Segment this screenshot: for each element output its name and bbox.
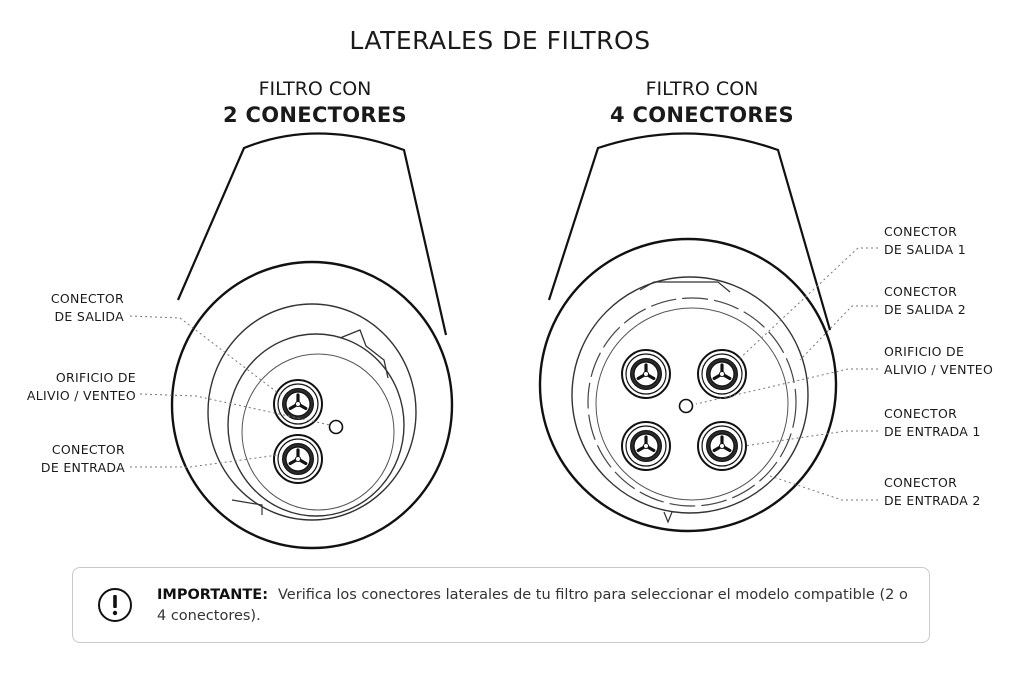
right-outlet-2-connector xyxy=(696,348,748,400)
right-outlet-1-connector xyxy=(620,348,672,400)
notice-message: Verifica los conectores laterales de tu … xyxy=(157,587,908,624)
notice-label: IMPORTANTE: xyxy=(157,587,269,603)
right-filter-drawing xyxy=(538,132,878,533)
label-right-inlet-1: CONECTOR DE ENTRADA 1 xyxy=(884,405,1009,441)
left-heading-line1: FILTRO CON xyxy=(258,78,372,100)
label-left-outlet: CONECTOR DE SALIDA xyxy=(20,290,124,326)
label-line: CONECTOR xyxy=(51,442,125,457)
label-right-inlet-2: CONECTOR DE ENTRADA 2 xyxy=(884,474,1009,510)
label-line: DE ENTRADA xyxy=(40,460,125,475)
label-line: ORIFICIO DE xyxy=(884,344,965,359)
important-notice: IMPORTANTE:Verifica los conectores later… xyxy=(72,567,930,643)
left-heading-line2: 2 CONECTORES xyxy=(223,103,407,127)
label-line: CONECTOR xyxy=(884,406,958,421)
label-line: DE SALIDA 1 xyxy=(884,242,967,257)
label-line: CONECTOR xyxy=(884,475,958,490)
label-line: DE ENTRADA 2 xyxy=(884,493,981,508)
right-heading-line1: FILTRO CON xyxy=(645,78,759,100)
label-line: CONECTOR xyxy=(884,284,958,299)
label-right-outlet-1: CONECTOR DE SALIDA 1 xyxy=(884,223,1004,259)
label-left-inlet: CONECTOR DE ENTRADA xyxy=(20,441,125,477)
label-line: CONECTOR xyxy=(50,291,124,306)
label-left-vent: ORIFICIO DE ALIVIO / VENTEO xyxy=(16,369,136,405)
label-line: CONECTOR xyxy=(884,224,958,239)
left-inlet-connector xyxy=(272,433,324,485)
label-line: DE SALIDA xyxy=(54,309,124,324)
left-filter-drawing xyxy=(129,132,454,550)
label-line: DE ENTRADA 1 xyxy=(884,424,981,439)
label-right-vent: ORIFICIO DE ALIVIO / VENTEO xyxy=(884,343,1014,379)
label-line: DE SALIDA 2 xyxy=(884,302,967,317)
page-title: LATERALES DE FILTROS xyxy=(349,26,651,55)
left-filter-heading: FILTRO CON 2 CONECTORES xyxy=(215,76,415,128)
label-line: ALIVIO / VENTEO xyxy=(884,362,994,377)
right-filter-heading: FILTRO CON 4 CONECTORES xyxy=(602,76,802,128)
right-heading-line2: 4 CONECTORES xyxy=(610,103,794,127)
right-inlet-2-connector xyxy=(696,420,748,472)
right-inlet-1-connector xyxy=(620,420,672,472)
label-line: ORIFICIO DE xyxy=(55,370,136,385)
left-outlet-connector xyxy=(272,378,324,430)
notice-text: IMPORTANTE:Verifica los conectores later… xyxy=(157,585,917,627)
exclamation-circle-icon xyxy=(98,588,132,622)
label-line: ALIVIO / VENTEO xyxy=(26,388,136,403)
label-right-outlet-2: CONECTOR DE SALIDA 2 xyxy=(884,283,1004,319)
